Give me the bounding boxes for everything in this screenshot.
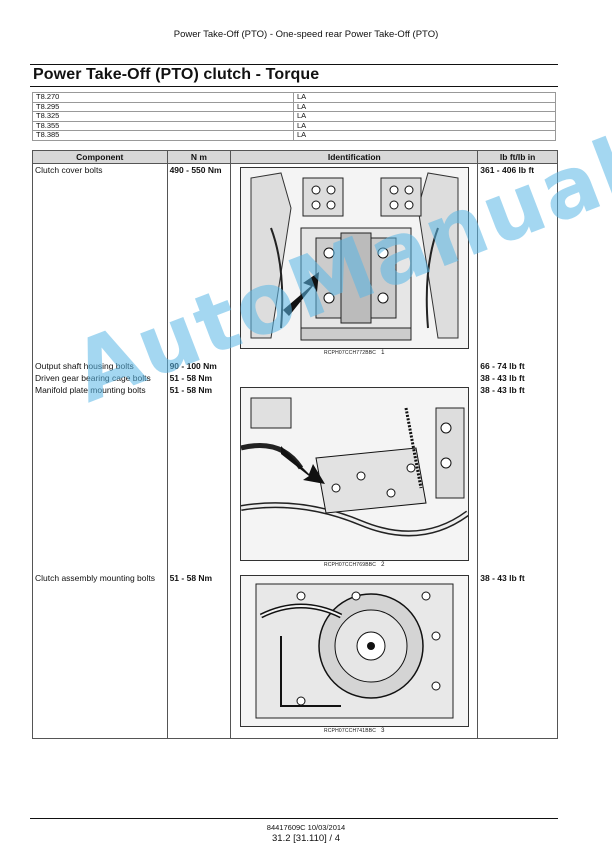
figure-clutch-cover (239, 167, 469, 349)
component-cell: Clutch assembly mounting bolts (32, 572, 168, 739)
model-cell: T8.295 (32, 101, 294, 112)
lbft-cell: 38 - 43 lb ft (477, 572, 558, 739)
model-cell: T8.325 (32, 111, 294, 122)
column-header-lbft: lb ft/lb in (477, 150, 558, 164)
column-header-component: Component (32, 150, 168, 164)
figure-code: RCPH07CCH741BBC (323, 728, 377, 734)
region-cell: LA (293, 92, 556, 103)
torque-table: Component N m Identification lb ft/lb in… (32, 150, 558, 739)
lbft-cell: 361 - 406 lb ft (477, 163, 558, 360)
footer-rule (30, 818, 558, 819)
running-header: Power Take-Off (PTO) - One-speed rear Po… (173, 29, 439, 40)
figure-code: RCPH07CCH769BBC (323, 562, 377, 568)
nm-cell: 90 - 100 Nm (166, 360, 232, 372)
identification-cell (230, 372, 479, 384)
identification-cell (230, 360, 479, 372)
figure-clutch-assembly (239, 575, 469, 727)
figure-caption: RCPH07CCH769BBC 2 (233, 562, 475, 568)
nm-cell: 490 - 550 Nm (166, 163, 232, 360)
nm-cell: 51 - 58 Nm (166, 372, 232, 384)
column-header-nm: N m (166, 150, 232, 164)
nm-cell: 51 - 58 Nm (166, 572, 232, 739)
region-cell: LA (293, 101, 556, 112)
figure-number: 1 (381, 350, 385, 356)
region-cell: LA (293, 120, 556, 131)
model-cell: T8.355 (32, 120, 294, 131)
nm-cell: 51 - 58 Nm (166, 384, 232, 572)
figure-number: 3 (381, 728, 385, 734)
figure-caption: RCPH07CCH741BBC 3 (233, 728, 475, 734)
component-cell: Manifold plate mounting bolts (32, 384, 168, 572)
torque-table-header: Component N m Identification lb ft/lb in (32, 150, 558, 164)
region-cell: LA (293, 111, 556, 122)
identification-cell: RCPH07CCH772BBC 1 (230, 163, 479, 360)
title-rule-bottom (30, 86, 558, 87)
figure-number: 2 (381, 562, 385, 568)
identification-cell: RCPH07CCH741BBC 3 (230, 572, 479, 739)
lbft-cell: 38 - 43 lb ft (477, 372, 558, 384)
page-title: Power Take-Off (PTO) clutch - Torque (33, 66, 320, 83)
region-cell: LA (293, 130, 556, 141)
table-row: Clutch assembly mounting bolts 51 - 58 N… (32, 572, 558, 739)
footer-doc-ref: 84417609C 10/03/2014 (266, 823, 346, 832)
figure-caption: RCPH07CCH772BBC 1 (233, 350, 475, 356)
table-row: Driven gear bearing cage bolts 51 - 58 N… (32, 372, 558, 384)
table-row: Output shaft housing bolts 90 - 100 Nm 6… (32, 360, 558, 372)
table-row: Clutch cover bolts 490 - 550 Nm (32, 163, 558, 360)
figure-code: RCPH07CCH772BBC (323, 350, 377, 356)
lbft-cell: 38 - 43 lb ft (477, 384, 558, 572)
component-cell: Clutch cover bolts (32, 163, 168, 360)
component-cell: Output shaft housing bolts (32, 360, 168, 372)
model-cell: T8.270 (32, 92, 294, 103)
column-header-identification: Identification (230, 150, 479, 164)
identification-cell: RCPH07CCH769BBC 2 (230, 384, 479, 572)
model-cell: T8.385 (32, 130, 294, 141)
table-row: Manifold plate mounting bolts 51 - 58 Nm (32, 384, 558, 572)
title-rule-top (30, 64, 558, 65)
figure-manifold-plate (239, 387, 469, 561)
lbft-cell: 66 - 74 lb ft (477, 360, 558, 372)
component-cell: Driven gear bearing cage bolts (32, 372, 168, 384)
footer-page-number: 31.2 [31.110] / 4 (272, 833, 340, 844)
